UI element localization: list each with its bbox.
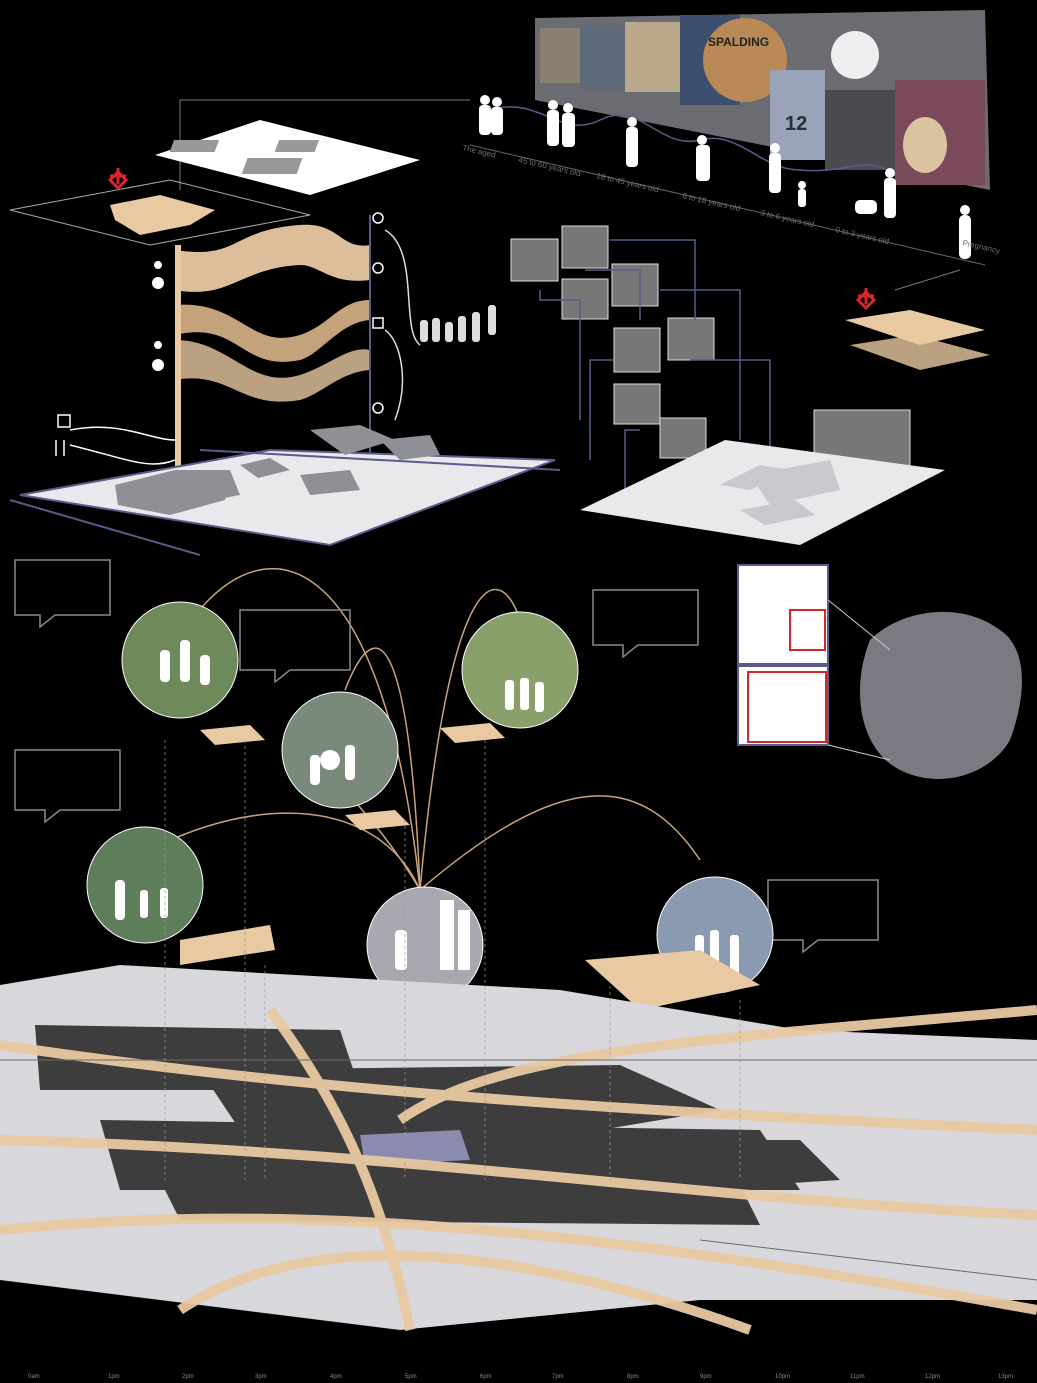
time-tick-label: 12pm	[925, 1374, 940, 1380]
time-tick-label: 10pm	[775, 1374, 790, 1380]
time-tick-label: 2pm	[182, 1374, 194, 1380]
heart-icon	[372, 262, 384, 274]
time-tick-label: 3pm	[255, 1374, 267, 1380]
medical-cross-icon	[855, 288, 877, 311]
tan-platform	[200, 725, 265, 745]
site-photo	[561, 225, 609, 269]
speech-bubble-icon	[592, 589, 699, 659]
jersey-number-text: 12	[785, 113, 807, 135]
time-tick-label: 6pm	[480, 1374, 492, 1380]
fork-knife-icon	[55, 414, 71, 456]
isometric-city-map	[0, 740, 1037, 1335]
user-group-silhouette-icon	[420, 305, 496, 342]
site-photo	[667, 317, 715, 361]
location-map	[737, 564, 1022, 779]
activity-photo-collage: SPALDING 12	[535, 10, 990, 190]
time-tick-label: 5pm	[405, 1374, 417, 1380]
time-tick-label: 1pm	[108, 1374, 120, 1380]
leisure-icon	[372, 402, 384, 414]
time-tick-label: 9pm	[700, 1374, 712, 1380]
people-silhouette-icon	[152, 261, 164, 371]
adult-couple-silhouette-icon	[547, 100, 575, 147]
time-tick-label: 0am	[28, 1374, 40, 1380]
site-photo	[561, 278, 609, 320]
playground-scene-bubble	[86, 826, 204, 944]
teddy-bear-image	[903, 117, 947, 173]
functional-flow-diagram	[9, 99, 561, 556]
speech-bubble-icon	[14, 559, 111, 629]
pregnant-silhouette-icon	[959, 205, 971, 259]
time-tick-label: 8pm	[627, 1374, 639, 1380]
pavilion-scene-bubble	[461, 611, 579, 729]
young-adult-silhouette-icon	[626, 117, 638, 167]
functional-block-tan	[110, 195, 215, 235]
basketball-image	[703, 18, 787, 102]
time-tick-label: 7pm	[552, 1374, 564, 1380]
time-tick-label: 13pm	[998, 1374, 1013, 1380]
child-silhouette-icon	[769, 143, 806, 207]
scene-bubbles	[14, 559, 879, 1015]
teen-silhouette-icon	[696, 135, 710, 181]
site-photo	[659, 417, 707, 459]
speech-bubble-icon	[14, 749, 121, 824]
shopping-icon	[372, 317, 384, 329]
time-tick-label: 4pm	[330, 1374, 342, 1380]
time-tick-label: 11pm	[850, 1374, 865, 1380]
site-photo-diagram	[510, 225, 990, 545]
football-scene-bubble	[281, 691, 399, 809]
functional-block-tan	[845, 310, 985, 345]
site-plan-base-left	[19, 448, 556, 547]
parent-stroller-silhouette-icon	[855, 168, 896, 218]
ball-brand-text: SPALDING	[708, 35, 769, 49]
time-axis: 0am 1pm 2pm 3pm 4pm 5pm 6pm 7pm 8pm 9pm …	[28, 1374, 1013, 1380]
speech-bubble-icon	[767, 879, 879, 954]
speech-bubble-icon	[239, 609, 351, 684]
elderly-silhouette-icon	[479, 95, 503, 135]
city-map-icon	[860, 611, 1022, 779]
medical-cross-icon	[107, 168, 129, 191]
site-highlight	[360, 1130, 470, 1165]
site-photo	[510, 238, 559, 282]
ball-icon	[372, 212, 384, 224]
robot-toy-image	[831, 31, 879, 79]
site-photo	[613, 327, 661, 373]
site-photo	[611, 263, 659, 307]
site-photo	[613, 383, 661, 425]
